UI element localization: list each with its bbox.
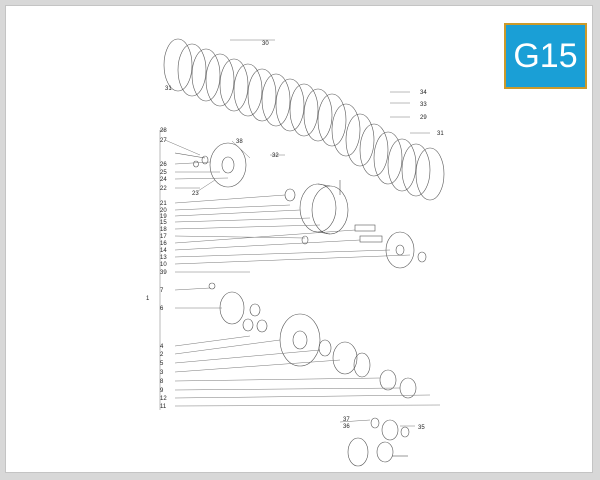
other-callouts: 30 31 34 33 29 31 32 38 23 1 37 36 35 bbox=[146, 41, 444, 431]
callout-37: 37 bbox=[343, 417, 350, 423]
callout-34: 34 bbox=[420, 90, 427, 96]
callout-26: 26 bbox=[160, 162, 167, 168]
lower-gears bbox=[347, 417, 410, 467]
callout-29: 29 bbox=[420, 115, 427, 121]
callout-31-left: 31 bbox=[165, 86, 172, 92]
callout-39: 39 bbox=[160, 270, 167, 276]
callout-11: 11 bbox=[160, 404, 167, 410]
callout-16: 16 bbox=[160, 241, 167, 247]
callout-9: 9 bbox=[160, 388, 164, 394]
callout-2: 2 bbox=[160, 352, 164, 358]
callout-3: 3 bbox=[160, 370, 164, 376]
callout-20: 20 bbox=[160, 208, 167, 214]
callout-36: 36 bbox=[343, 424, 350, 430]
callout-23: 23 bbox=[192, 191, 199, 197]
callout-5: 5 bbox=[160, 361, 164, 367]
callout-33: 33 bbox=[420, 102, 427, 108]
callout-21: 21 bbox=[160, 201, 167, 207]
callout-24: 24 bbox=[160, 177, 167, 183]
callout-28: 28 bbox=[160, 128, 167, 134]
callout-4: 4 bbox=[160, 344, 164, 350]
gear-assembly bbox=[208, 282, 417, 399]
pressure-plate bbox=[174, 142, 247, 188]
leader-lines bbox=[159, 39, 441, 427]
callout-31-right: 31 bbox=[437, 131, 444, 137]
callout-12: 12 bbox=[160, 396, 167, 402]
callout-14: 14 bbox=[160, 248, 167, 254]
callout-25: 25 bbox=[160, 170, 167, 176]
callout-38: 38 bbox=[236, 139, 243, 145]
section-badge: G15 bbox=[504, 23, 587, 89]
callout-19: 19 bbox=[160, 214, 167, 220]
callout-8: 8 bbox=[160, 379, 164, 385]
callout-7: 7 bbox=[160, 288, 164, 294]
callout-22: 22 bbox=[160, 186, 167, 192]
callout-1: 1 bbox=[146, 296, 150, 302]
callout-35: 35 bbox=[418, 425, 425, 431]
callout-13: 13 bbox=[160, 255, 167, 261]
callout-32: 32 bbox=[272, 153, 279, 159]
callout-10: 10 bbox=[160, 262, 167, 268]
left-callouts: 28 27 26 25 24 22 21 20 19 15 18 17 16 1… bbox=[160, 128, 167, 410]
clutch-hub bbox=[284, 180, 427, 269]
callout-18: 18 bbox=[160, 227, 167, 233]
diagram-frame: G15 bbox=[5, 5, 593, 473]
callout-27: 27 bbox=[160, 138, 167, 144]
clutch-plates bbox=[163, 38, 445, 201]
callout-15: 15 bbox=[160, 220, 167, 226]
callout-17: 17 bbox=[160, 234, 167, 240]
callout-6: 6 bbox=[160, 306, 164, 312]
callout-30: 30 bbox=[262, 41, 269, 47]
